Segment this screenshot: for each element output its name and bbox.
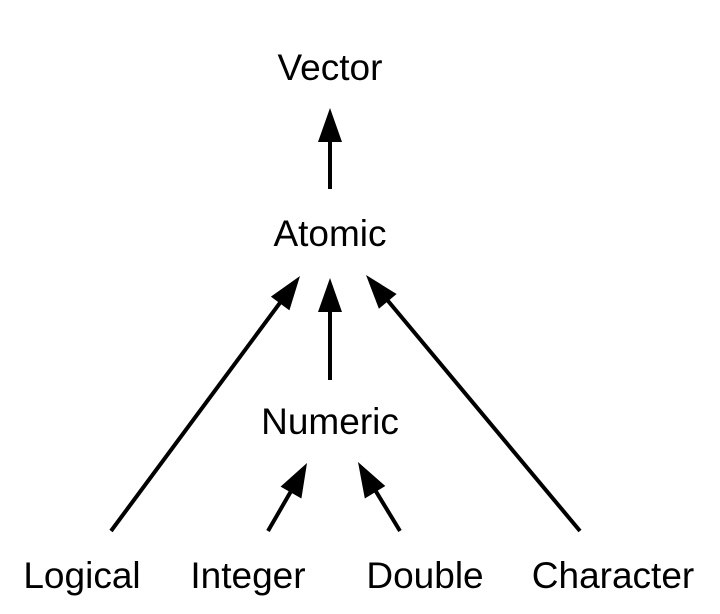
node-double: Double [366,555,483,596]
edge-logical-to-atomic [109,276,300,533]
node-integer: Integer [190,555,305,596]
edge-atomic-to-vector [318,108,342,189]
arrowhead-atomic-left [270,276,300,311]
arrowhead-numeric-right [358,462,386,499]
edges [109,108,582,533]
arrowhead-vector [318,108,342,142]
node-numeric: Numeric [261,401,399,442]
arrowhead-atomic-right [366,275,397,309]
node-character: Character [532,555,694,596]
node-atomic: Atomic [273,213,386,254]
node-vector: Vector [278,47,383,88]
edge-numeric-to-atomic [318,278,342,380]
arrowhead-atomic-center [318,278,342,312]
nodes: Vector Atomic Numeric Logical Integer Do… [23,47,694,596]
edge-integer-to-numeric [266,463,307,533]
edge-double-to-numeric [358,462,402,533]
node-logical: Logical [23,555,140,596]
edge-character-to-atomic [366,275,582,533]
arrowhead-numeric-left [280,463,307,499]
